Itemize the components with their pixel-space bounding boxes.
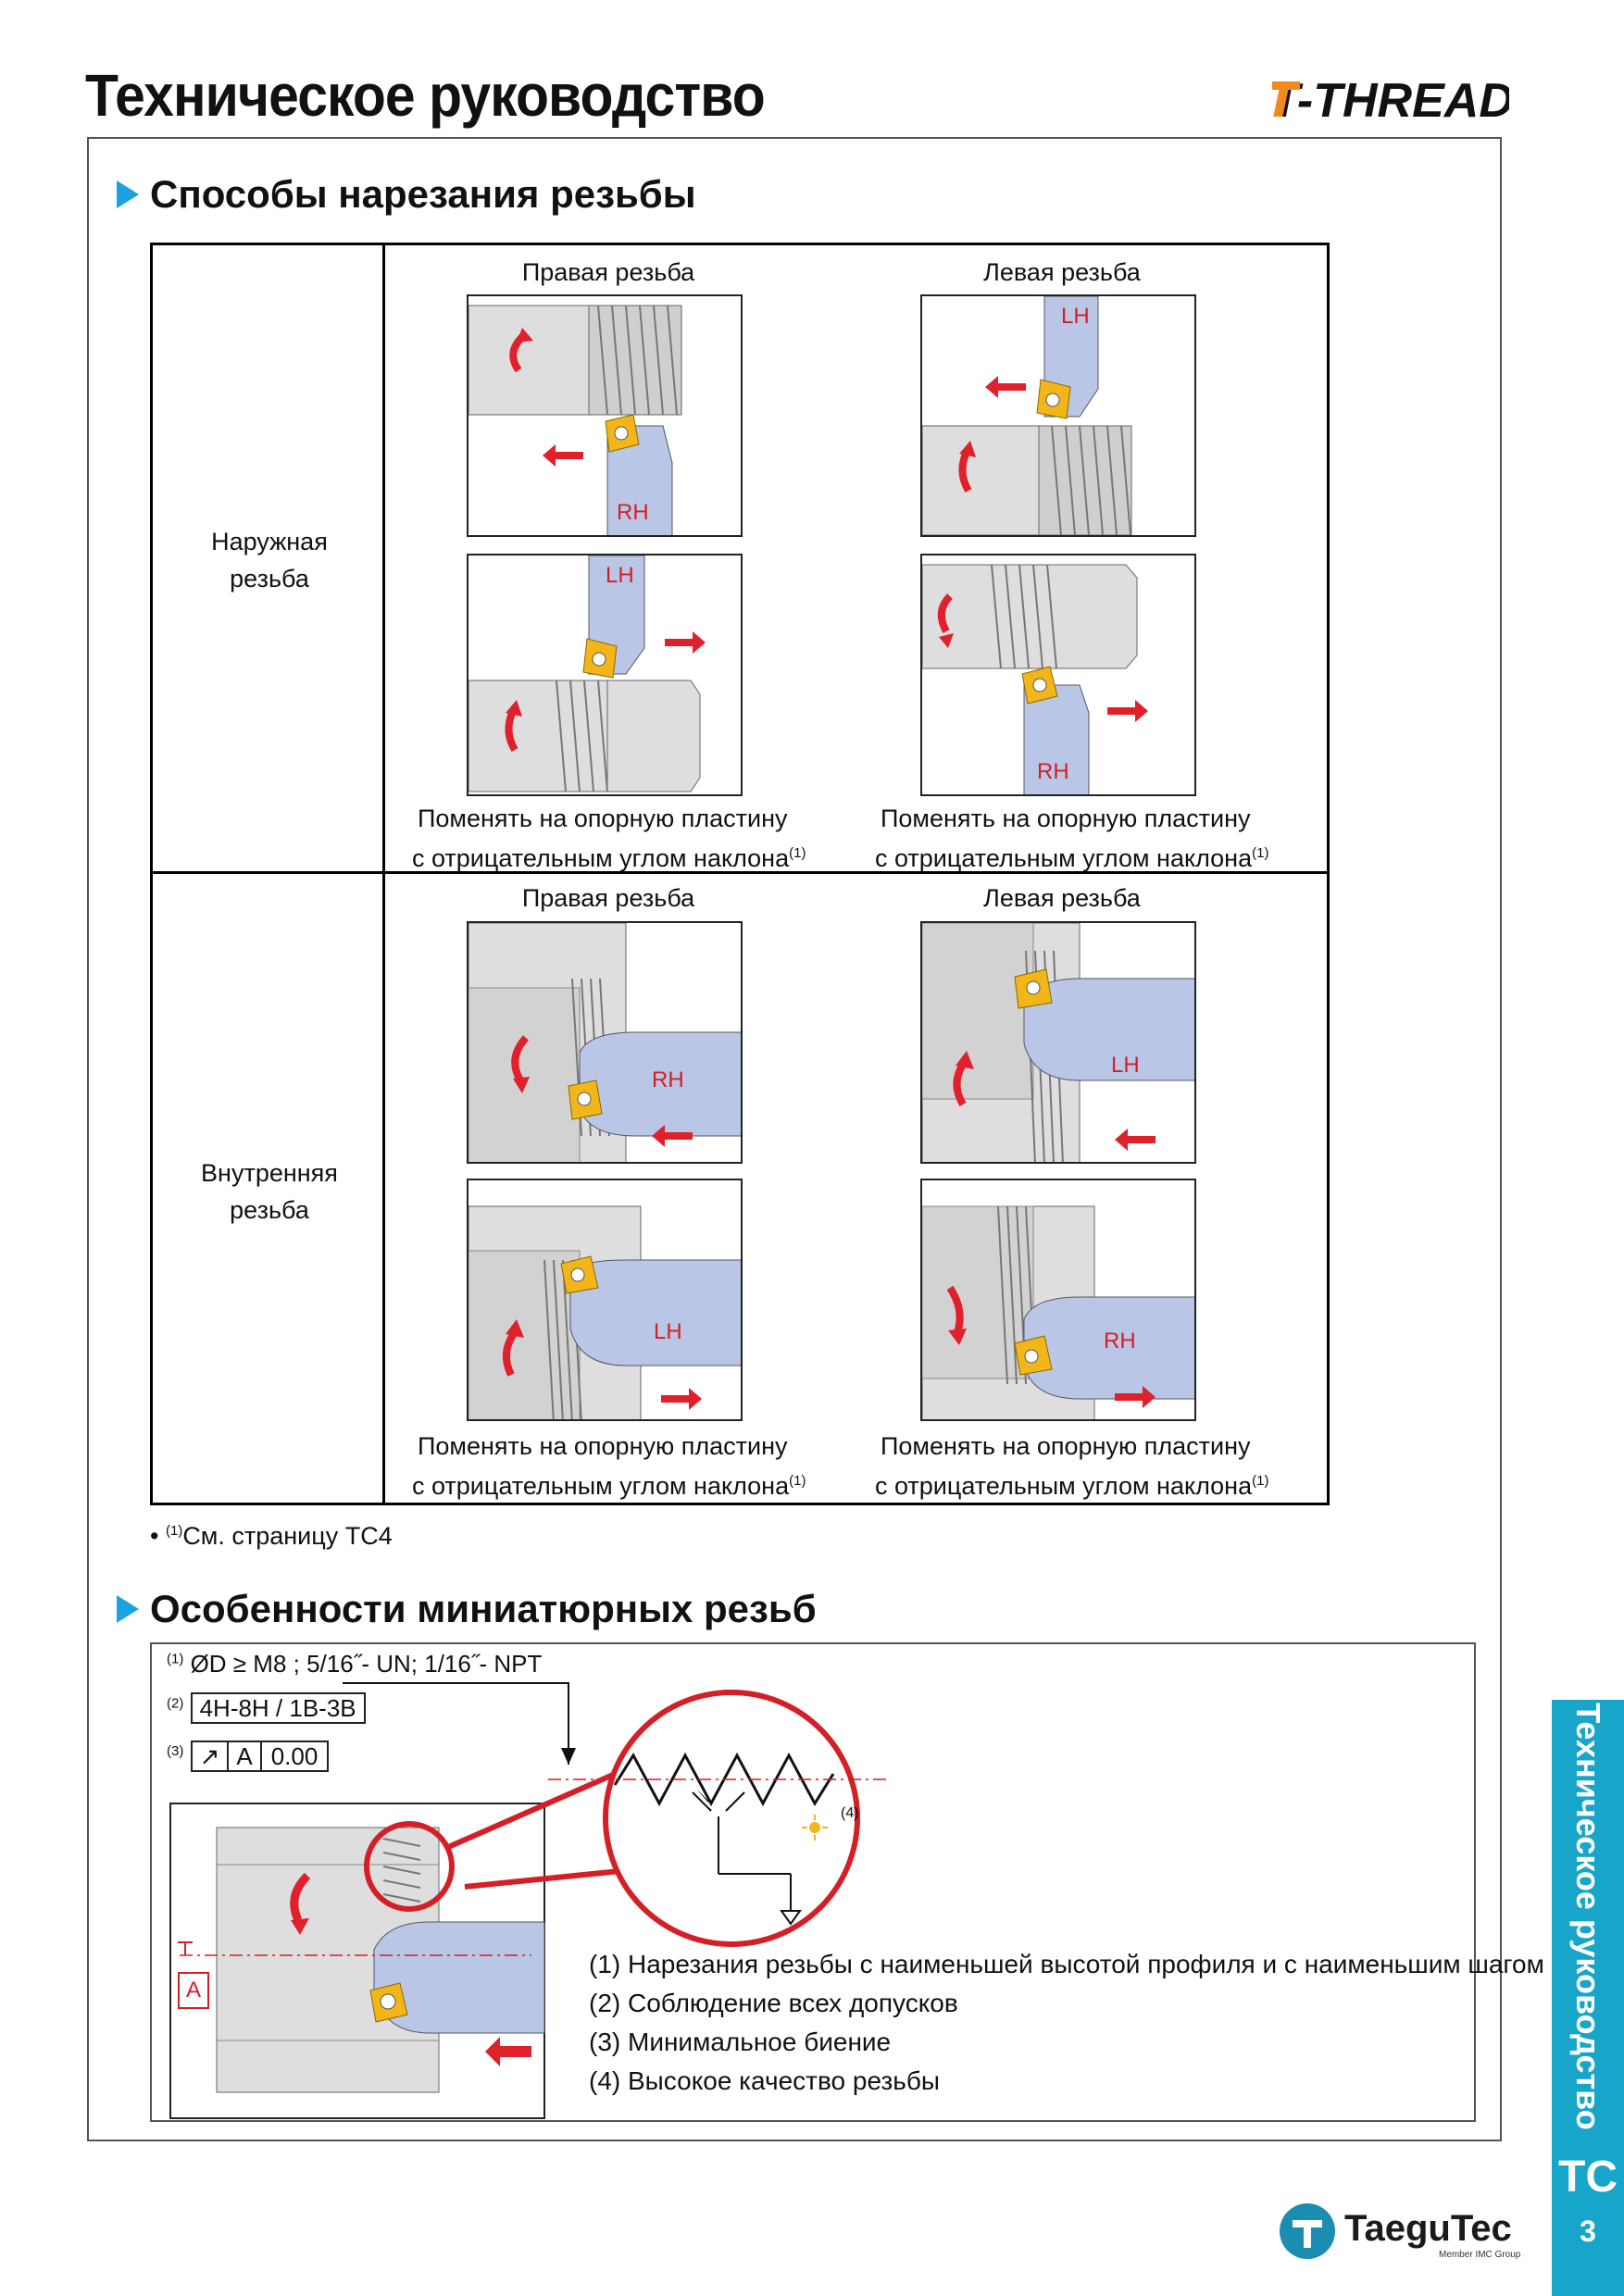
diagram-internal-right-lh: LH — [467, 1179, 743, 1421]
page-number: 3 — [1580, 2215, 1596, 2248]
spec-number: (3) — [167, 1742, 184, 1759]
footnote-ref: (1) — [1252, 1473, 1269, 1489]
feature-item: (4) Высокое качество резьбы — [589, 2066, 941, 2095]
row-label-line: резьба — [230, 1196, 309, 1224]
feature-item: (3) Минимальное биение — [589, 2028, 892, 2056]
diagram-external-right-lh: LH — [467, 554, 743, 796]
content-frame — [87, 137, 1502, 2141]
row-label-line: резьба — [230, 565, 309, 593]
runout-value: 0.00 — [270, 1741, 319, 1770]
side-tab: Техническое руководство TC 3 — [1552, 1700, 1624, 2296]
feature-item: (2) Соблюдение всех допусков — [589, 1989, 958, 2017]
tool-label: LH — [1111, 1053, 1140, 1078]
feature-item: (1) Нарезания резьбы с наименьшей высото… — [589, 1950, 1544, 1978]
table-divider — [153, 871, 1327, 874]
bullet: • — [150, 1522, 159, 1550]
spec-runout: (3) ↗ A 0.00 — [167, 1741, 330, 1772]
miniature-drawing — [169, 1682, 887, 2119]
brand-name: TaeguTec — [1344, 2208, 1512, 2249]
spec-text: 4H-8H / 1B-3B — [190, 1692, 366, 1724]
footnote-ref: (1) — [789, 845, 806, 861]
t-thread-logo: T-THREAD — [1267, 74, 1514, 131]
footnote-ref: (1) — [789, 1473, 806, 1489]
row-label-internal: Внутренняя резьба — [158, 1154, 381, 1229]
diagram-external-left-lh: LH — [920, 294, 1196, 537]
brand-tagline: Member IMC Group — [1439, 2250, 1521, 2260]
spec-number: (1) — [167, 1651, 184, 1667]
caption-negative-shim: Поменять на опорную пластину с отрицател… — [412, 801, 806, 876]
caption-negative-shim: Поменять на опорную пластину с отрицател… — [875, 1429, 1268, 1504]
section-code: TC — [1558, 2152, 1618, 2202]
footnote-ref: (1) — [1252, 845, 1269, 861]
column-title-right: Правая резьба — [521, 884, 695, 912]
diagram-internal-left-lh: LH — [920, 921, 1196, 1164]
caption-line-text: с отрицательным углом наклона — [875, 1472, 1253, 1500]
tool-label: RH — [1037, 759, 1069, 784]
caption-line: Поменять на опорную пластину — [418, 805, 788, 832]
section-heading-miniature: Особенности миниатюрных резьб — [117, 1587, 817, 1631]
caption-line-text: с отрицательным углом наклона — [412, 844, 790, 872]
tool-label: LH — [1061, 304, 1090, 329]
caption-line: Поменять на опорную пластину — [881, 1432, 1251, 1460]
caption-negative-shim: Поменять на опорную пластину с отрицател… — [875, 801, 1268, 876]
side-tab-text: Техническое руководство — [1569, 1703, 1607, 2130]
brand-text: T-THREAD — [1270, 74, 1509, 126]
column-title-left: Левая резьба — [983, 258, 1141, 286]
spec-number: (2) — [167, 1695, 184, 1712]
triangle-bullet-icon — [117, 181, 139, 208]
spec-diameter: (1) ØD ≥ M8 ; 5/16˝- UN; 1/16˝- NPT — [167, 1650, 542, 1678]
diagram-external-right-rh: RH — [467, 294, 743, 537]
caption-line-text: с отрицательным углом наклона — [412, 1472, 790, 1500]
column-title-right: Правая резьба — [521, 258, 695, 286]
caption-line-text: с отрицательным углом наклона — [875, 844, 1253, 872]
caption-line: с отрицательным углом наклона(1) — [875, 1464, 1268, 1504]
caption-line: с отрицательным углом наклона(1) — [412, 1464, 806, 1504]
tool-label: RH — [617, 500, 649, 525]
column-title-left: Левая резьба — [983, 884, 1141, 912]
footnote: • (1)См. страницу TC4 — [150, 1522, 393, 1551]
row-label-line: Внутренняя — [201, 1159, 338, 1187]
caption-line: с отрицательным углом наклона(1) — [412, 836, 806, 876]
triangle-bullet-icon — [117, 1595, 139, 1623]
caption-negative-shim: Поменять на опорную пластину с отрицател… — [412, 1429, 806, 1504]
tool-label: RH — [652, 1067, 684, 1092]
tool-label: RH — [1104, 1329, 1136, 1354]
spec-text: ØD ≥ M8 ; 5/16˝- UN; 1/16˝- NPT — [190, 1650, 543, 1678]
footnote-text: См. страницу TC4 — [182, 1522, 393, 1550]
runout-frame: ↗ A 0.00 — [190, 1741, 330, 1772]
datum-letter: A — [229, 1741, 262, 1771]
tool-label: LH — [654, 1319, 682, 1344]
datum-label: A — [178, 1972, 209, 2009]
side-tab-label: Техническое руководство — [1552, 1700, 1624, 2133]
row-label-line: Наружная — [211, 528, 328, 555]
taegutec-logo: TaeguTec Member IMC Group — [1276, 2198, 1526, 2269]
caption-line: Поменять на опорную пластину — [418, 1432, 788, 1460]
diagram-external-left-rh: RH — [920, 554, 1196, 796]
footnote-marker: (1) — [165, 1523, 183, 1539]
section-title: Способы нарезания резьбы — [150, 172, 696, 216]
miniature-thread-box: (1) ØD ≥ M8 ; 5/16˝- UN; 1/16˝- NPT (2) … — [150, 1642, 1544, 2122]
spec-tolerance: (2) 4H-8H / 1B-3B — [167, 1692, 366, 1724]
caption-line: Поменять на опорную пластину — [881, 805, 1251, 832]
tool-label: LH — [606, 563, 634, 588]
table-divider — [382, 245, 385, 1503]
row-label-external: Наружная резьба — [158, 523, 381, 597]
section-title: Особенности миниатюрных резьб — [150, 1587, 817, 1630]
section-heading-methods: Способы нарезания резьбы — [117, 172, 696, 217]
callout-label: (4) — [841, 1805, 859, 1821]
page-title: Техническое руководство — [85, 62, 766, 129]
diagram-internal-right-rh: RH — [467, 921, 743, 1164]
runout-arrow-icon: ↗ — [193, 1741, 230, 1771]
diagram-internal-left-rh: RH — [920, 1179, 1196, 1421]
caption-line: с отрицательным углом наклона(1) — [875, 836, 1268, 876]
methods-table: Наружная резьба Внутренняя резьба Правая… — [150, 243, 1330, 1505]
